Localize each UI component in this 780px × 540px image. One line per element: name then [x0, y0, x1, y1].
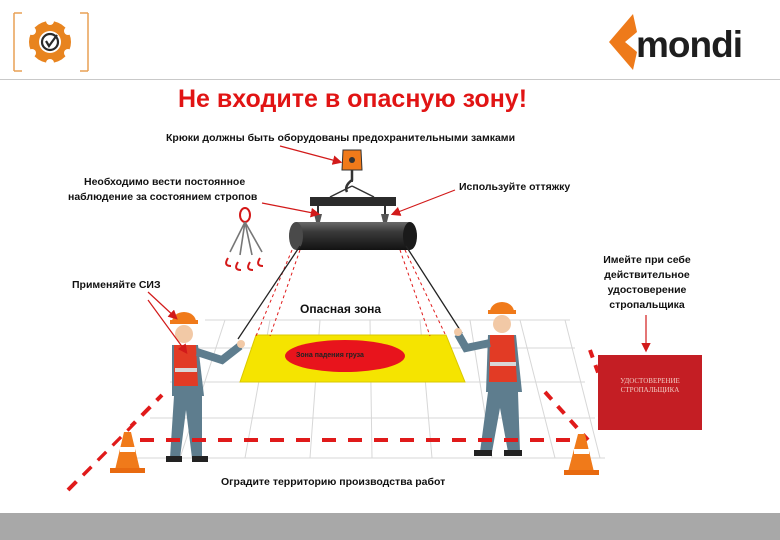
spreader-beam: [310, 197, 396, 206]
crane-hook-icon: [342, 150, 362, 192]
label-hooks-safety-latches: Крюки должны быть оборудованы предохрани…: [166, 131, 515, 146]
label-carry-certificate: Имейте при себе действительное удостовер…: [595, 253, 699, 313]
label-use-ppe: Применяйте СИЗ: [72, 278, 161, 293]
label-sling-monitoring-line2: наблюдение за состоянием стропов: [68, 190, 257, 205]
label-certificate-line3: удостоверение: [595, 283, 699, 298]
certificate-card-line2: СТРОПАЛЬЩИКА: [598, 386, 702, 395]
certificate-card-line1: УДОСТОВЕРЕНИЕ: [598, 377, 702, 386]
label-certificate-line4: стропальщика: [595, 298, 699, 313]
traffic-cone-left-icon: [110, 432, 145, 473]
label-danger-zone: Опасная зона: [300, 302, 381, 316]
certificate-card-text: УДОСТОВЕРЕНИЕ СТРОПАЛЬЩИКА: [598, 377, 702, 395]
label-certificate-line2: действительное: [595, 268, 699, 283]
label-load-fall-zone: Зона падения груза: [296, 352, 364, 359]
footer-bar: [0, 513, 780, 540]
label-sling-monitoring: Необходимо вести постоянное наблюдение з…: [68, 175, 257, 205]
label-certificate-line1: Имейте при себе: [595, 253, 699, 268]
suspended-pipe-load: [289, 222, 417, 250]
label-use-tagline: Используйте оттяжку: [459, 180, 570, 195]
rigger-certificate-card: УДОСТОВЕРЕНИЕ СТРОПАЛЬЩИКА: [598, 355, 702, 430]
label-sling-monitoring-line1: Необходимо вести постоянное: [68, 175, 257, 190]
chain-sling-icon: [226, 208, 263, 270]
label-fence-work-area: Оградите территорию производства работ: [221, 475, 445, 490]
